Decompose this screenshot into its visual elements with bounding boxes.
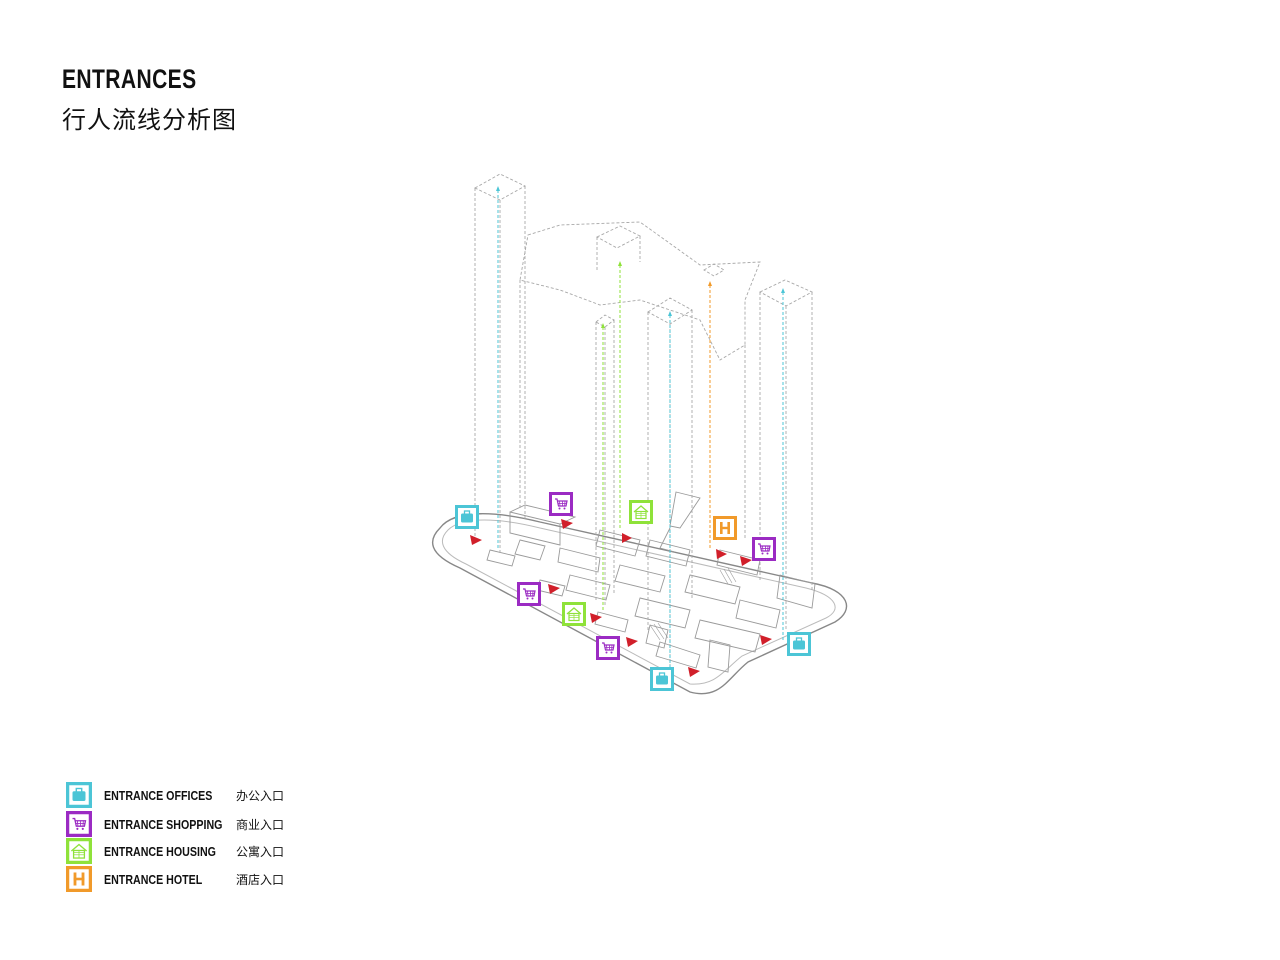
entrance-arrow [590, 613, 602, 623]
podium-base [432, 513, 848, 695]
legend-item-offices: ENTRANCE OFFICES 办公入口 [66, 782, 326, 808]
shopping-entrance-marker [596, 636, 620, 660]
legend-label-en: ENTRANCE OFFICES [104, 788, 213, 803]
entrance-arrow [760, 635, 772, 645]
office-entrance-marker [455, 505, 479, 529]
housing-entrance-marker [562, 602, 586, 626]
office-entrance-marker [787, 632, 811, 656]
legend-item-hotel: ENTRANCE HOTEL 酒店入口 [66, 866, 326, 892]
entrance-markers [455, 492, 811, 691]
office-entrance-marker [650, 667, 674, 691]
hotel-h-icon [66, 866, 92, 892]
circulation-lines [497, 190, 784, 672]
entrance-arrow [470, 535, 482, 545]
entrance-arrow [716, 549, 727, 559]
legend-label-en: ENTRANCE HOTEL [104, 872, 203, 887]
legend-label-zh: 酒店入口 [236, 873, 285, 887]
circulation-line-heads [496, 186, 785, 328]
entrance-arrow [688, 667, 700, 677]
entrance-arrows [470, 519, 772, 677]
shopping-entrance-marker [549, 492, 573, 516]
shopping-entrance-marker [752, 537, 776, 561]
legend-label-en: ENTRANCE SHOPPING [104, 817, 223, 832]
house-icon [66, 838, 92, 864]
shopping-entrance-marker [517, 582, 541, 606]
legend-item-shopping: ENTRANCE SHOPPING 商业入口 [66, 811, 326, 837]
entrance-arrow [626, 637, 638, 647]
entrance-arrow [740, 556, 752, 566]
legend-label-zh: 商业入口 [236, 818, 285, 832]
page-title: ENTRANCES [62, 64, 197, 94]
legend-label-zh: 办公入口 [236, 789, 285, 803]
legend-item-housing: ENTRANCE HOUSING 公寓入口 [66, 838, 326, 864]
entrance-arrow [622, 533, 632, 543]
tower-outlines [474, 173, 814, 665]
stairs [649, 567, 737, 641]
briefcase-icon [66, 782, 92, 808]
hotel-entrance-marker [713, 516, 737, 540]
page-subtitle: 行人流线分析图 [62, 106, 237, 134]
entrance-arrow [548, 584, 560, 594]
legend-label-en: ENTRANCE HOUSING [104, 844, 216, 859]
housing-entrance-marker [629, 500, 653, 524]
legend-label-zh: 公寓入口 [236, 845, 285, 859]
shopping-cart-icon [66, 811, 92, 837]
entrance-arrow [561, 519, 573, 529]
